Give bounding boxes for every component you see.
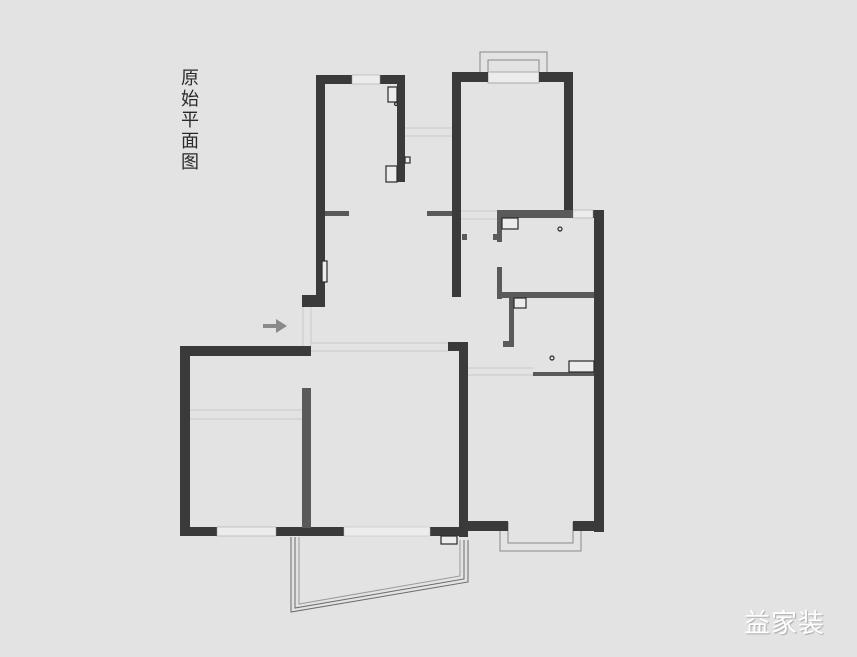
title-char: 始 (181, 89, 199, 110)
fixtures (321, 86, 595, 545)
opening-lines (190, 127, 533, 420)
bay-window-south (499, 522, 582, 552)
arrow-right-icon (263, 319, 287, 333)
watermark: 益家装 (744, 609, 826, 639)
title-char: 面 (181, 131, 199, 152)
plan-title: 原 始 平 面 图 (178, 68, 202, 173)
bay-window-north (479, 51, 548, 84)
balcony-outline (290, 537, 469, 613)
title-char: 平 (181, 110, 199, 131)
title-char: 原 (181, 68, 199, 89)
partitions (302, 210, 594, 528)
title-char: 图 (181, 152, 199, 173)
walls (180, 72, 604, 537)
